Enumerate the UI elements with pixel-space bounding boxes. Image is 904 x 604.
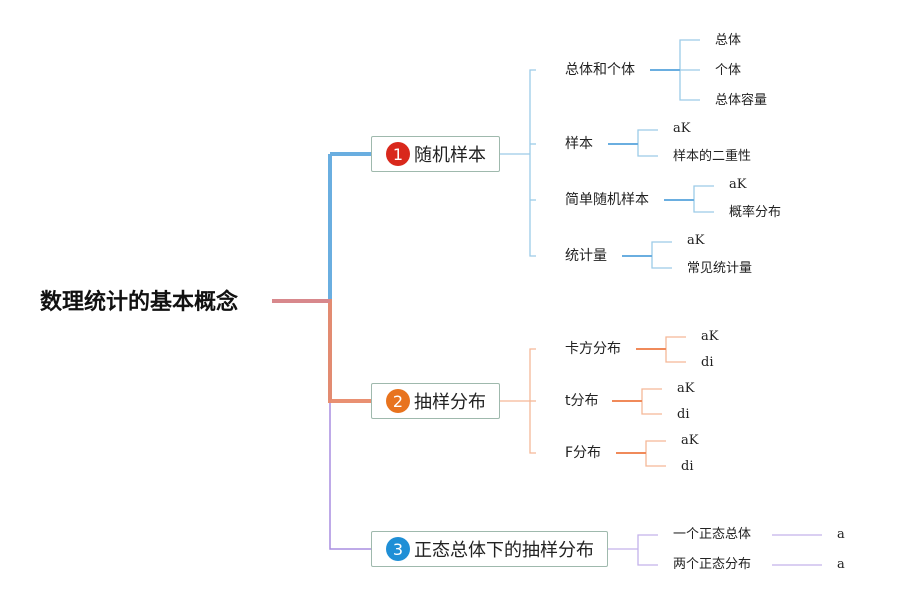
- leaf-node[interactable]: a: [837, 557, 845, 572]
- badge-number-2: 2: [386, 389, 410, 413]
- leaf-node[interactable]: aK: [673, 121, 691, 136]
- leaf-node[interactable]: 概率分布: [729, 205, 782, 220]
- leaf-node[interactable]: 总体: [715, 33, 742, 48]
- branch-normal-population-sampling[interactable]: 3 正态总体下的抽样分布: [371, 531, 608, 567]
- subtopic-two-normal-distributions[interactable]: 两个正态分布: [673, 557, 752, 572]
- subtopic-f-distribution[interactable]: F分布: [565, 445, 602, 461]
- subtopic-one-normal-population[interactable]: 一个正态总体: [673, 527, 752, 542]
- badge-number-3: 3: [386, 537, 410, 561]
- leaf-node[interactable]: 个体: [715, 63, 742, 78]
- subtopic-t-distribution[interactable]: t分布: [565, 393, 599, 409]
- subtopic-simple-random-sample[interactable]: 简单随机样本: [565, 192, 649, 208]
- branch-label: 正态总体下的抽样分布: [414, 540, 594, 561]
- badge-number-1: 1: [386, 142, 410, 166]
- leaf-node[interactable]: di: [677, 407, 690, 422]
- leaf-node[interactable]: di: [701, 355, 714, 370]
- leaf-node[interactable]: aK: [729, 177, 747, 192]
- branch-random-sample[interactable]: 1 随机样本: [371, 136, 500, 172]
- root-topic[interactable]: 数理统计的基本概念: [40, 290, 239, 315]
- leaf-node[interactable]: aK: [687, 233, 705, 248]
- leaf-node[interactable]: aK: [701, 329, 719, 344]
- leaf-node[interactable]: a: [837, 527, 845, 542]
- leaf-node[interactable]: aK: [677, 381, 695, 396]
- leaf-node[interactable]: 常见统计量: [687, 261, 753, 276]
- leaf-node[interactable]: aK: [681, 433, 699, 448]
- leaf-node[interactable]: 总体容量: [715, 93, 768, 108]
- subtopic-population-individual[interactable]: 总体和个体: [565, 62, 635, 78]
- branch-label: 随机样本: [414, 145, 486, 166]
- branch-sampling-distribution[interactable]: 2 抽样分布: [371, 383, 500, 419]
- leaf-node[interactable]: di: [681, 459, 694, 474]
- subtopic-chi-square[interactable]: 卡方分布: [565, 341, 621, 357]
- subtopic-sample[interactable]: 样本: [565, 136, 593, 152]
- branch-label: 抽样分布: [414, 392, 486, 413]
- subtopic-statistic[interactable]: 统计量: [565, 248, 607, 264]
- leaf-node[interactable]: 样本的二重性: [673, 149, 752, 164]
